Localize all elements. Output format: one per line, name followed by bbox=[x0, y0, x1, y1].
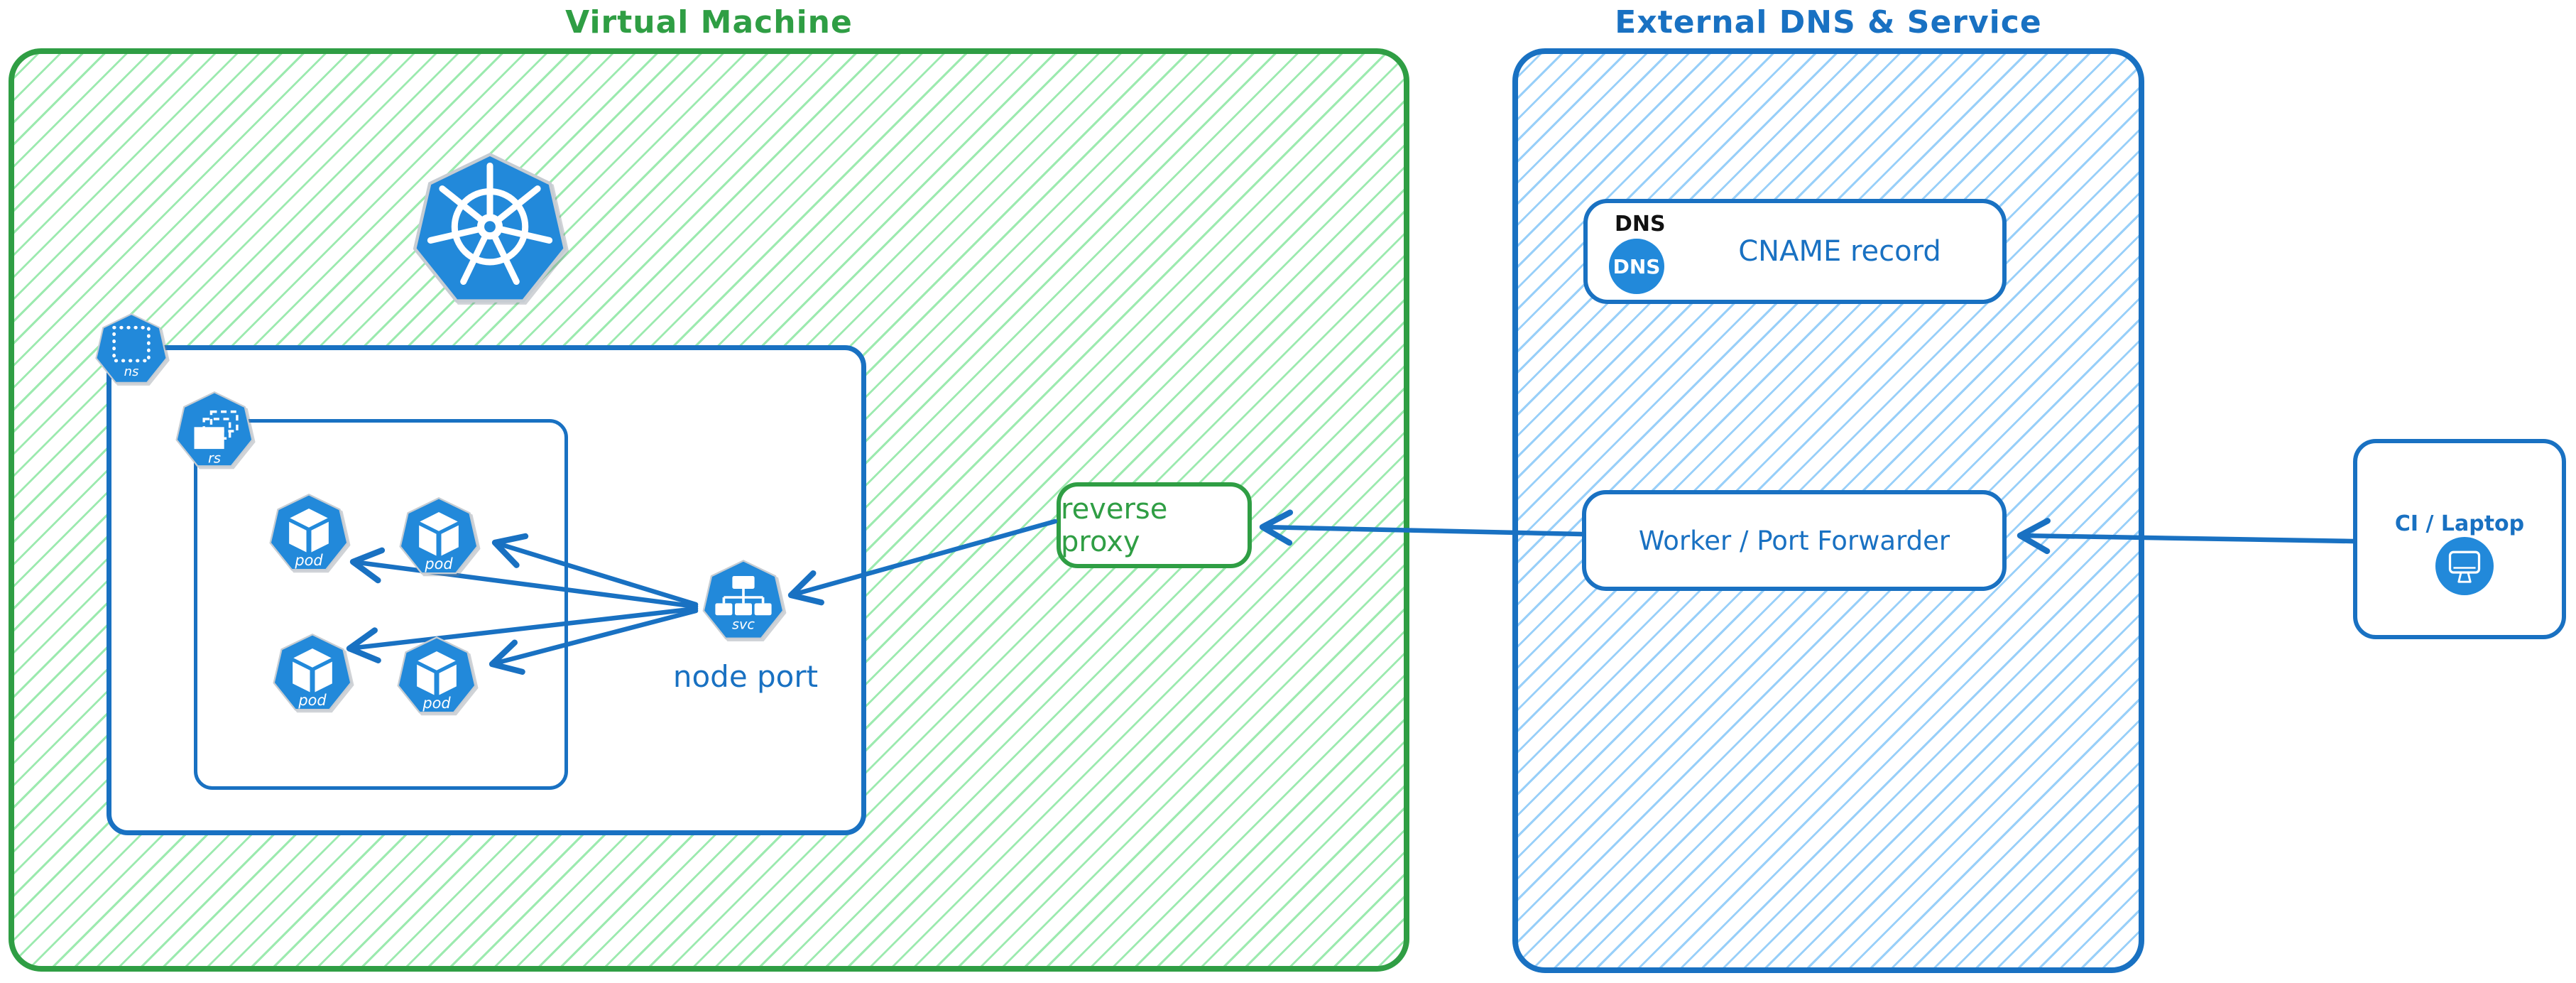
reverse-proxy-label: reverse proxy bbox=[1061, 492, 1168, 558]
reverse-proxy-node: reverse proxy bbox=[1057, 482, 1252, 568]
worker-label: Worker / Port Forwarder bbox=[1638, 525, 1950, 556]
dns-card: DNS DNS CNAME record bbox=[1583, 199, 2007, 304]
svg-text:rs: rs bbox=[208, 450, 221, 466]
dns-badge-icon: DNS bbox=[1609, 239, 1664, 294]
monitor-icon bbox=[2435, 537, 2494, 595]
pod-icon: pod bbox=[269, 494, 349, 571]
svg-text:ns: ns bbox=[124, 364, 139, 379]
replicaset-icon: rs bbox=[175, 391, 253, 467]
namespace-icon: ns bbox=[95, 313, 168, 384]
external-dns-title: External DNS & Service bbox=[1615, 4, 2042, 40]
pod-icon: pod bbox=[397, 636, 476, 714]
svg-text:pod: pod bbox=[422, 695, 451, 712]
ci-laptop-node: CI / Laptop bbox=[2353, 439, 2566, 639]
dns-card-title: DNS bbox=[1615, 212, 1666, 237]
service-icon: svc bbox=[702, 560, 785, 640]
svg-text:pod: pod bbox=[298, 692, 327, 709]
svg-text:svc: svc bbox=[732, 616, 755, 632]
worker-port-forwarder-node: Worker / Port Forwarder bbox=[1582, 490, 2007, 591]
replicaset-box bbox=[194, 419, 568, 790]
svg-text:pod: pod bbox=[424, 555, 453, 572]
kubernetes-icon bbox=[413, 153, 567, 303]
pod-icon: pod bbox=[273, 634, 352, 711]
ci-laptop-label: CI / Laptop bbox=[2394, 511, 2525, 536]
pod-icon: pod bbox=[399, 497, 479, 575]
node-port-label: node port bbox=[672, 659, 819, 694]
svg-text:pod: pod bbox=[294, 552, 323, 569]
cname-record-label: CNAME record bbox=[1738, 235, 1941, 268]
vm-title: Virtual Machine bbox=[565, 4, 853, 40]
